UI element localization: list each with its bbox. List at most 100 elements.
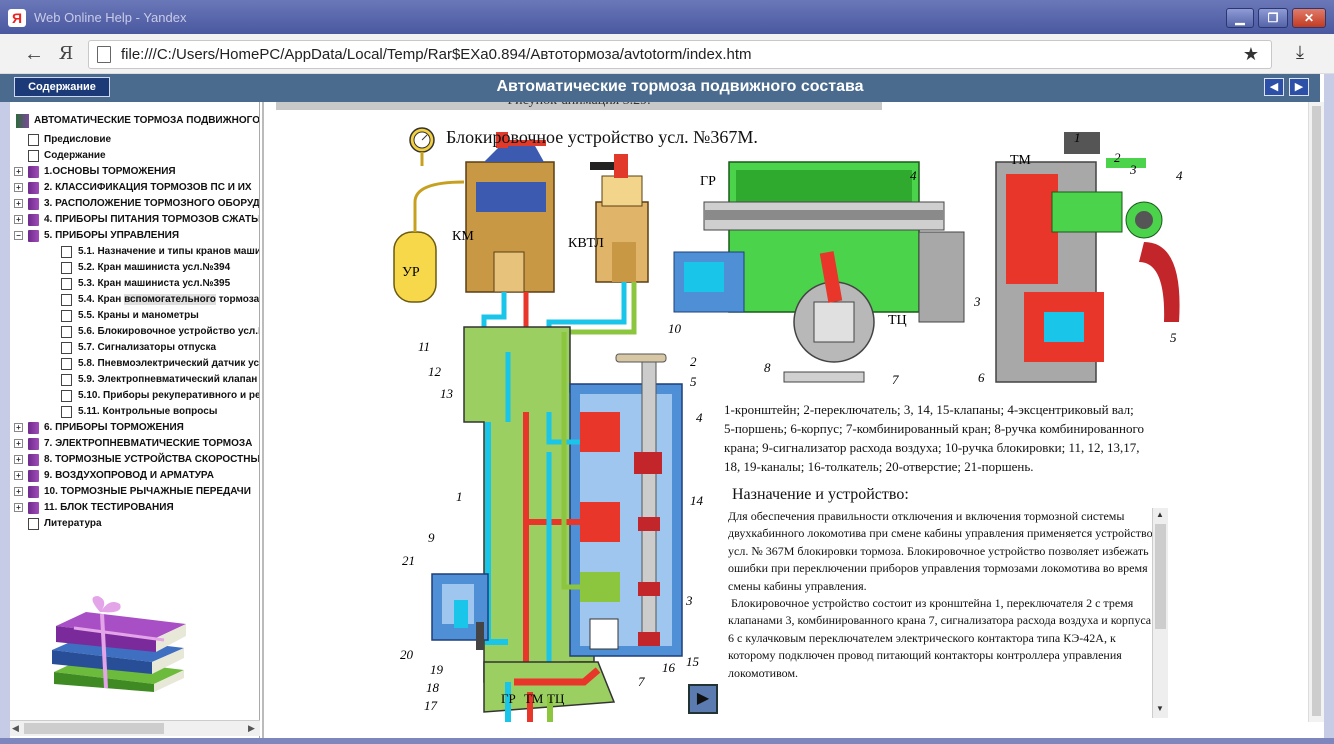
play-animation-button[interactable]: ▶ — [688, 684, 718, 714]
books-icon — [16, 114, 29, 128]
scroll-right-arrow[interactable]: ▶ — [248, 723, 255, 733]
toc-item-label: 5.9. Электропневматический клапан — [78, 374, 258, 385]
toc-item[interactable]: Содержание — [14, 148, 259, 164]
toc-item[interactable]: 5.3. Кран машиниста усл.№395 — [14, 276, 259, 292]
page-icon — [61, 342, 72, 354]
toc-sidebar: АВТОМАТИЧЕСКИЕ ТОРМОЗА ПОДВИЖНОГО СОСТАВ… — [10, 102, 260, 738]
toc-item[interactable]: 5.5. Краны и манометры — [14, 308, 259, 324]
label-tc-mid: ТЦ — [888, 313, 907, 328]
next-page-button[interactable]: ▶ — [1289, 78, 1309, 96]
expand-toggle-icon[interactable]: + — [14, 471, 23, 480]
page-icon — [61, 246, 72, 258]
toc-item[interactable]: 5.1. Назначение и типы кранов машиниста — [14, 244, 260, 260]
expand-toggle-icon[interactable]: − — [14, 231, 23, 240]
prev-page-button[interactable]: ◀ — [1264, 78, 1284, 96]
label-kvtl: КВТЛ — [568, 236, 604, 251]
yandex-button[interactable]: Я — [58, 43, 74, 64]
expand-toggle-icon[interactable]: + — [14, 455, 23, 464]
bookmark-star-icon[interactable]: ★ — [1242, 44, 1259, 64]
expand-toggle-icon[interactable]: + — [14, 215, 23, 224]
toc-item[interactable]: +9. ВОЗДУХОПРОВОД И АРМАТУРА — [14, 468, 259, 484]
toc-item[interactable]: +7. ЭЛЕКТРОПНЕВМАТИЧЕСКИЕ ТОРМОЗА — [14, 436, 259, 452]
toc-item[interactable]: +3. РАСПОЛОЖЕНИЕ ТОРМОЗНОГО ОБОРУДОВАНИЯ — [14, 196, 260, 212]
minimize-button[interactable]: ▁ — [1226, 8, 1254, 28]
toc-item[interactable]: 5.9. Электропневматический клапан — [14, 372, 259, 388]
label-tm-bottom: ТМ — [524, 691, 544, 706]
page-icon — [28, 150, 39, 162]
page-title: Автоматические тормоза подвижного состав… — [496, 78, 864, 95]
sidebar-scroll-thumb[interactable] — [24, 723, 164, 734]
toc-item[interactable]: 5.6. Блокировочное устройство усл.№367М — [14, 324, 259, 340]
toc-item-label: 3. РАСПОЛОЖЕНИЕ ТОРМОЗНОГО ОБОРУДОВАНИЯ — [44, 198, 260, 209]
section-title: Назначение и устройство: — [732, 486, 909, 503]
toc-item[interactable]: 5.11. Контрольные вопросы — [14, 404, 259, 420]
toc-item[interactable]: 5.7. Сигнализаторы отпуска — [14, 340, 259, 356]
page-vscrollbar[interactable] — [1308, 102, 1324, 722]
toc-item[interactable]: Литература — [14, 516, 259, 532]
expand-toggle-icon[interactable]: + — [14, 503, 23, 512]
label-gr: ГР — [700, 174, 716, 189]
toc-item-label: 5.1. Назначение и типы кранов машиниста — [78, 246, 260, 257]
book-icon — [28, 230, 39, 242]
page-icon — [28, 518, 39, 530]
close-button[interactable]: ✕ — [1292, 8, 1326, 28]
frame-right — [1324, 74, 1334, 738]
toc-item-label: 5.10. Приборы рекуперативного и реостатн… — [78, 390, 260, 401]
yandex-icon: Я — [8, 9, 26, 27]
expand-toggle-icon[interactable]: + — [14, 439, 23, 448]
description-scroll-thumb[interactable] — [1155, 524, 1166, 629]
toc-item[interactable]: Предисловие — [14, 132, 259, 148]
url-field[interactable]: file:///C:/Users/HomePC/AppData/Local/Te… — [88, 40, 1272, 69]
figure-legend: 1-кронштейн; 2-переключатель; 3, 14, 15-… — [724, 400, 1184, 476]
expand-toggle-icon[interactable]: + — [14, 183, 23, 192]
contents-button[interactable]: Содержание — [14, 77, 110, 97]
toc-item-label: 5.2. Кран машиниста усл.№394 — [78, 262, 231, 273]
toc-item[interactable]: −5. ПРИБОРЫ УПРАВЛЕНИЯ — [14, 228, 259, 244]
page-scroll-thumb[interactable] — [1312, 106, 1321, 716]
toc-item[interactable]: 5.8. Пневмоэлектрический датчик усл — [14, 356, 259, 372]
toc-item[interactable]: +11. БЛОК ТЕСТИРОВАНИЯ — [14, 500, 259, 516]
toc-tree: АВТОМАТИЧЕСКИЕ ТОРМОЗА ПОДВИЖНОГО СОСТАВ… — [14, 110, 260, 532]
toc-item[interactable]: +2. КЛАССИФИКАЦИЯ ТОРМОЗОВ ПС И ИХ — [14, 180, 259, 196]
content-pane: Рисунок-анимация 5.29. — [262, 102, 1320, 738]
address-bar: ← Я file:///C:/Users/HomePC/AppData/Loca… — [0, 34, 1334, 74]
num-7: 7 — [638, 674, 645, 689]
toc-item[interactable]: +8. ТОРМОЗНЫЕ УСТРОЙСТВА СКОРОСТНЫХ — [14, 452, 259, 468]
download-icon[interactable]: ⤓ — [1296, 42, 1304, 62]
expand-toggle-icon[interactable]: + — [14, 167, 23, 176]
description-scrollbar[interactable]: ▲ ▼ — [1152, 508, 1168, 718]
toc-item-label: 11. БЛОК ТЕСТИРОВАНИЯ — [44, 502, 174, 513]
toc-root[interactable]: АВТОМАТИЧЕСКИЕ ТОРМОЗА ПОДВИЖНОГО СОСТАВ… — [14, 110, 259, 132]
expand-toggle-icon[interactable]: + — [14, 487, 23, 496]
legend-line-2: 5-поршень; 6-корпус; 7-комбинированный к… — [724, 421, 1144, 436]
num-10: 10 — [668, 321, 682, 336]
frame-bottom — [0, 738, 1334, 744]
toc-item[interactable]: +4. ПРИБОРЫ ПИТАНИЯ ТОРМОЗОВ СЖАТЫМ — [14, 212, 260, 228]
toc-item[interactable]: +10. ТОРМОЗНЫЕ РЫЧАЖНЫЕ ПЕРЕДАЧИ — [14, 484, 259, 500]
page-icon — [61, 326, 72, 338]
expand-toggle-icon[interactable]: + — [14, 423, 23, 432]
legend-line-1: 1-кронштейн; 2-переключатель; 3, 14, 15-… — [724, 402, 1134, 417]
toc-item[interactable]: +1.ОСНОВЫ ТОРМОЖЕНИЯ — [14, 164, 259, 180]
maximize-button[interactable]: ❐ — [1258, 8, 1288, 28]
toc-item[interactable]: +6. ПРИБОРЫ ТОРМОЖЕНИЯ — [14, 420, 259, 436]
legend-line-3: крана; 9-сигнализатор расхода воздуха; 1… — [724, 440, 1140, 455]
page-icon — [61, 358, 72, 370]
toc-item-label: Предисловие — [44, 134, 112, 145]
label-tc-bottom: ТЦ — [547, 691, 565, 706]
sidebar-hscrollbar[interactable]: ◀ ▶ — [10, 720, 260, 736]
toc-item[interactable]: 5.4. Кран вспомогательного тормоза — [14, 292, 259, 308]
num-3: 3 — [685, 593, 693, 608]
toc-item[interactable]: 5.10. Приборы рекуперативного и реостатн… — [14, 388, 260, 404]
title-bar: Я Web Online Help - Yandex ▁ ❐ ✕ — [0, 0, 1334, 34]
expand-toggle-icon[interactable]: + — [14, 199, 23, 208]
toc-item-label: 4. ПРИБОРЫ ПИТАНИЯ ТОРМОЗОВ СЖАТЫМ — [44, 214, 260, 225]
page-icon — [61, 406, 72, 418]
scroll-down-arrow[interactable]: ▼ — [1156, 704, 1164, 713]
toc-item[interactable]: 5.2. Кран машиниста усл.№394 — [14, 260, 259, 276]
scroll-left-arrow[interactable]: ◀ — [12, 723, 19, 733]
scroll-up-arrow[interactable]: ▲ — [1156, 510, 1164, 519]
back-button[interactable]: ← — [24, 43, 44, 65]
